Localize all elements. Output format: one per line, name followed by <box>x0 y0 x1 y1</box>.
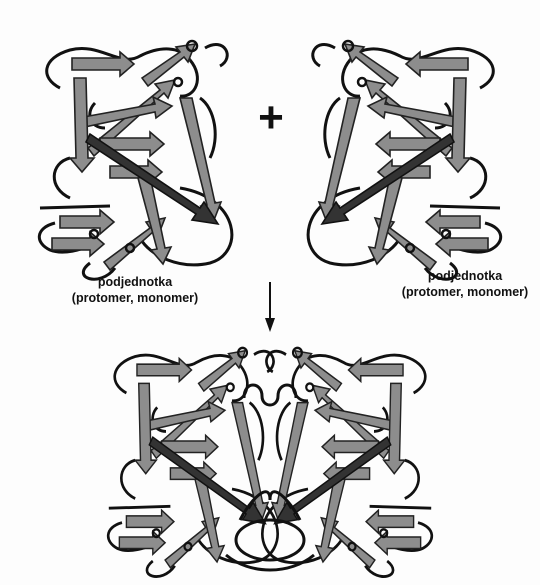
subunit-left <box>39 41 232 279</box>
subunit-label-left: podjednotka (protomer, monomer) <box>40 274 230 306</box>
subunit-label-right: podjednotka (protomer, monomer) <box>370 268 540 300</box>
assembly-arrow-head <box>265 318 275 332</box>
subunit-right <box>308 41 501 279</box>
dimer <box>108 348 432 577</box>
subunit-label-right-line1: podjednotka <box>370 268 540 284</box>
subunit-label-left-line1: podjednotka <box>40 274 230 290</box>
subunit-label-left-line2: (protomer, monomer) <box>40 290 230 306</box>
subunit-label-right-line2: (protomer, monomer) <box>370 284 540 300</box>
plus-sign: + <box>258 93 284 142</box>
